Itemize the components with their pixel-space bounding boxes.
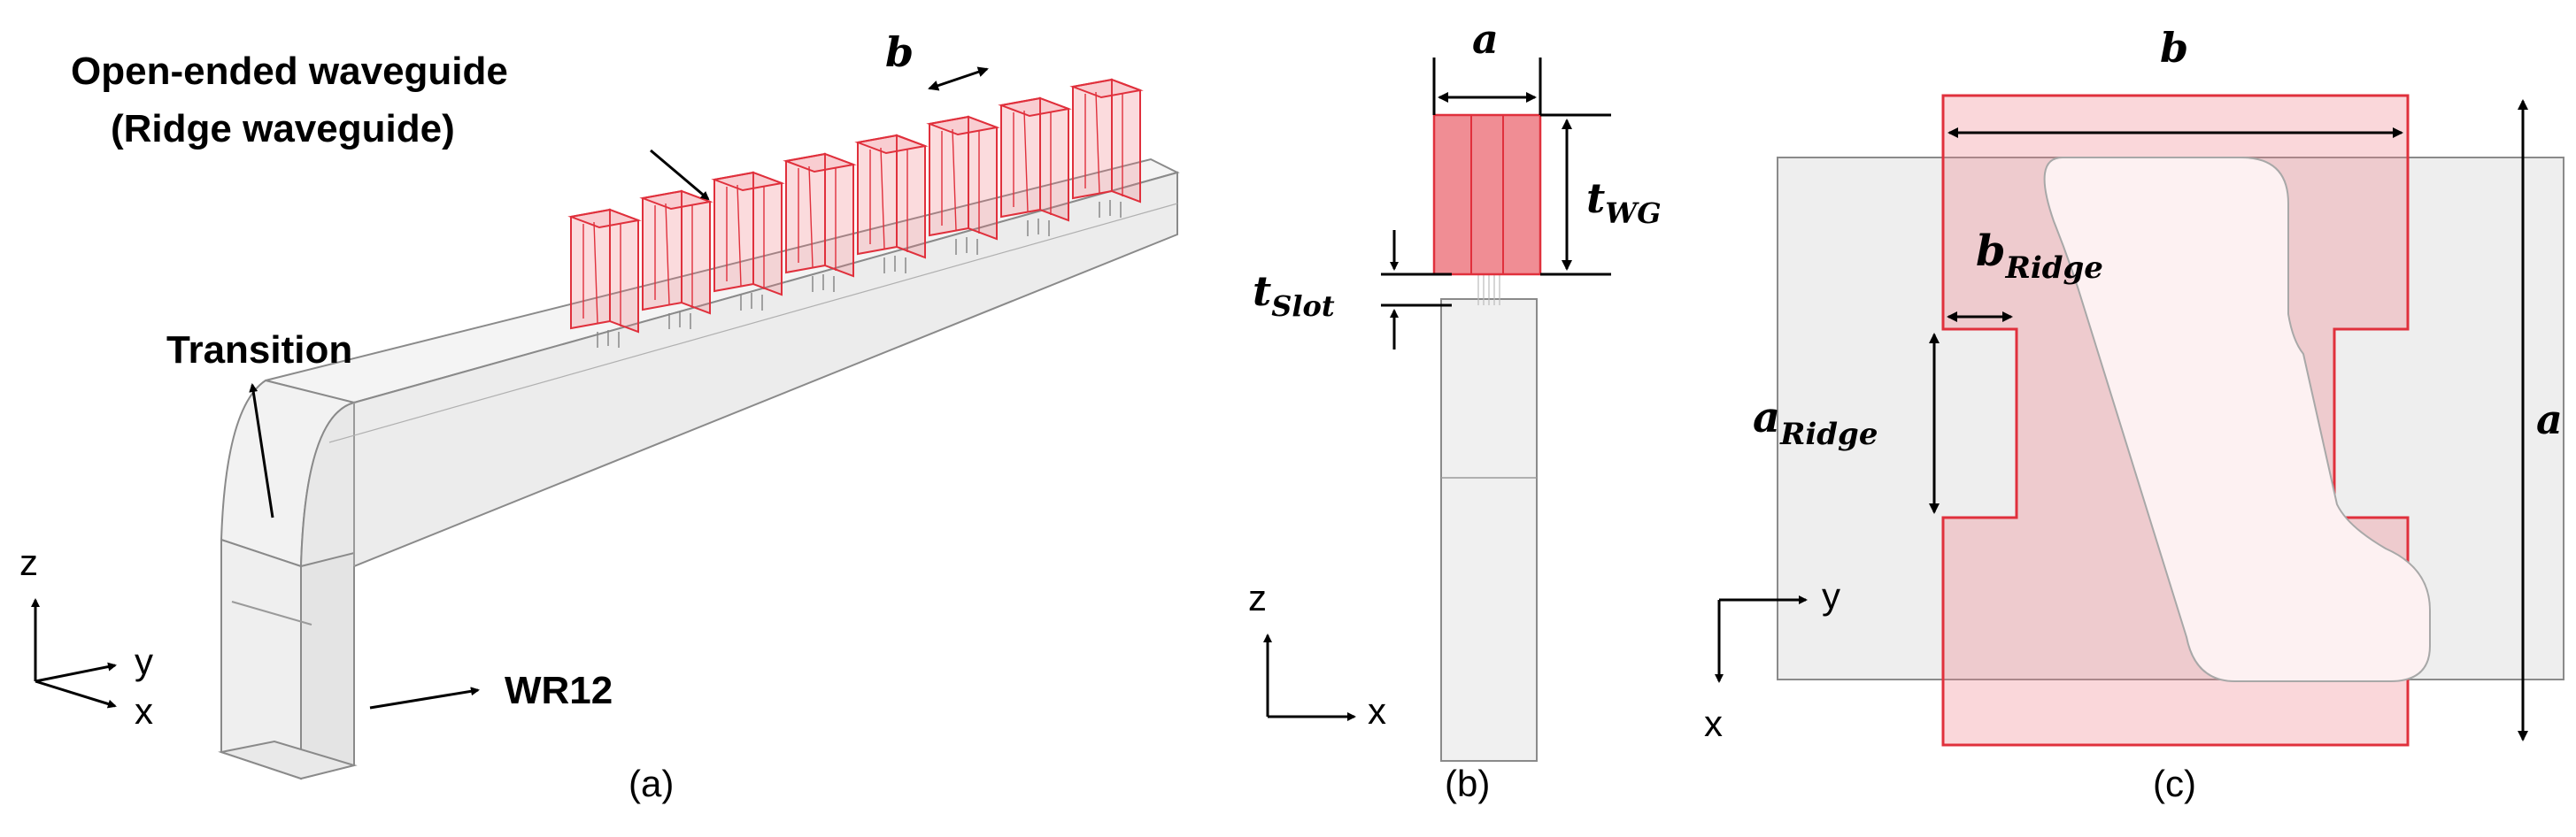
dimension-twg-label: tWG bbox=[1586, 174, 1662, 230]
dimension-b-label-c: b bbox=[2160, 24, 2188, 72]
ridge-waveguide-element bbox=[783, 152, 857, 292]
caption-a: (a) bbox=[629, 763, 674, 804]
callout-wr12-arrow bbox=[369, 687, 480, 710]
callout-open-ended-line1: Open-ended waveguide bbox=[71, 50, 508, 93]
axis-y-label-c: y bbox=[1822, 575, 1840, 617]
axis-y-arrow bbox=[35, 662, 117, 683]
callout-open-ended-arrow bbox=[650, 149, 710, 201]
caption-c: (c) bbox=[2153, 763, 2196, 804]
dimension-twg bbox=[1540, 113, 1611, 276]
ridge-waveguide-element bbox=[998, 96, 1072, 236]
callout-wr12: WR12 bbox=[369, 669, 613, 712]
ridge-waveguide-element bbox=[711, 171, 785, 311]
dimension-bridge-label: bRidge bbox=[1976, 227, 2103, 286]
ridge-waveguide-element bbox=[926, 115, 1000, 255]
panel-b: a tWG tSlot z x (b) bbox=[1248, 15, 1662, 804]
callout-transition: Transition bbox=[166, 328, 352, 518]
callout-transition-label: Transition bbox=[166, 328, 352, 372]
ridge-inner-shape bbox=[2043, 157, 2431, 682]
axis-y-label: y bbox=[135, 641, 153, 682]
ridge-waveguide-element bbox=[567, 208, 642, 348]
dimension-a-label-c: a bbox=[2536, 395, 2563, 443]
dimension-aridge-label: aRidge bbox=[1753, 393, 1878, 452]
axis-x-label: x bbox=[135, 690, 153, 732]
axes-b bbox=[1263, 634, 1356, 721]
dimension-b-a: b bbox=[885, 28, 989, 91]
dimension-b-arrow bbox=[928, 66, 989, 91]
panel-a: Open-ended waveguide (Ridge waveguide) T… bbox=[19, 28, 1180, 804]
dimension-b-label: b bbox=[885, 28, 914, 76]
slot-region bbox=[1477, 274, 1500, 305]
axes-c bbox=[1715, 595, 1808, 683]
dimension-tslot-label: tSlot bbox=[1253, 267, 1335, 323]
ridge-waveguide-element bbox=[639, 189, 713, 329]
axis-z-label-b: z bbox=[1248, 577, 1267, 618]
axis-x-label-c: x bbox=[1704, 703, 1723, 744]
callout-transition-arrow bbox=[249, 383, 274, 518]
axes-a bbox=[31, 598, 117, 709]
waveguide-body-side bbox=[1440, 298, 1538, 762]
axis-x-label-b: x bbox=[1368, 690, 1386, 732]
dimension-tslot bbox=[1381, 230, 1452, 349]
axis-x-arrow bbox=[35, 680, 117, 709]
dimension-a-label: a bbox=[1472, 15, 1499, 63]
caption-b: (b) bbox=[1445, 763, 1490, 804]
ridge-waveguide-array bbox=[567, 78, 1144, 348]
axis-z-label: z bbox=[19, 541, 38, 583]
panel-c: b a bRidge aRidge y x (c) bbox=[1704, 24, 2564, 804]
callout-open-ended-line2: (Ridge waveguide) bbox=[111, 107, 455, 150]
callout-open-ended: Open-ended waveguide (Ridge waveguide) bbox=[71, 50, 710, 201]
ridge-waveguide-element bbox=[1069, 78, 1144, 218]
waveguide-body bbox=[218, 157, 1180, 780]
open-ended-waveguide-side bbox=[1432, 113, 1542, 276]
ridge-waveguide-element bbox=[854, 134, 929, 273]
callout-wr12-label: WR12 bbox=[505, 669, 613, 712]
dimension-a-b bbox=[1432, 58, 1542, 115]
